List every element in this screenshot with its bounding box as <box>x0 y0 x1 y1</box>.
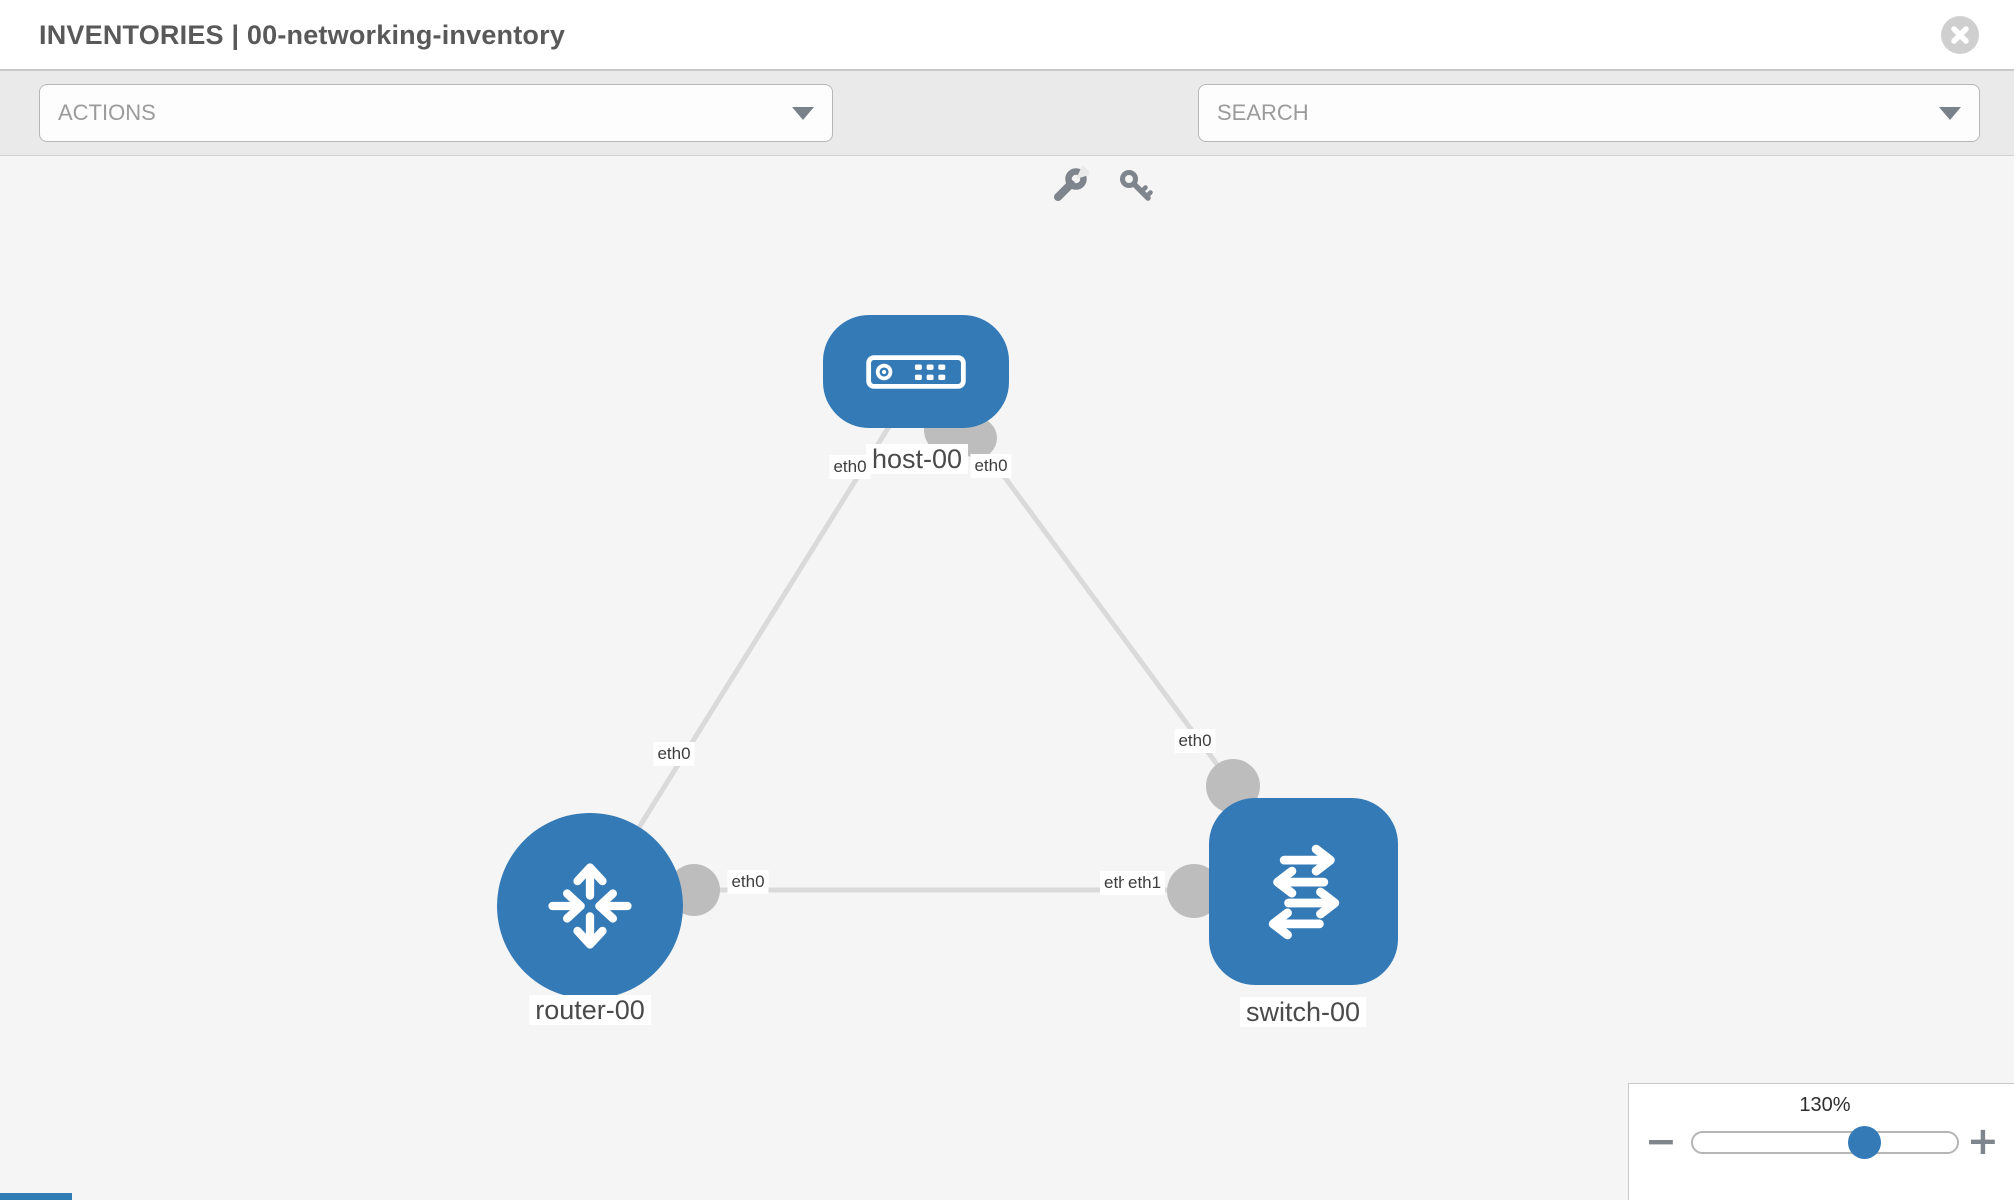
zoom-in-button[interactable]: + <box>1967 1119 1999 1163</box>
chevron-down-icon <box>1939 107 1961 120</box>
switch-icon <box>1249 837 1359 947</box>
interface-label-overlap-front: eth1 <box>1124 871 1166 895</box>
manage-groups-button[interactable] <box>1049 166 1089 206</box>
zoom-slider-track[interactable] <box>1691 1131 1959 1154</box>
interface-label: eth0 <box>970 454 1012 478</box>
zoom-control-panel: 130% − + <box>1628 1083 2014 1200</box>
actions-dropdown[interactable]: ACTIONS <box>39 84 833 142</box>
node-router-00[interactable] <box>497 813 683 999</box>
close-button[interactable] <box>1941 16 1979 54</box>
chevron-down-icon <box>792 107 814 120</box>
link-router-host <box>587 423 893 908</box>
wrench-icon <box>1049 166 1089 206</box>
interface-label: eth0 <box>1174 729 1216 753</box>
port-switch-eth1 <box>1167 864 1221 918</box>
node-switch-00[interactable] <box>1209 798 1398 985</box>
zoom-level-value: 130% <box>1799 1094 1851 1116</box>
search-dropdown[interactable]: SEARCH <box>1198 84 1980 142</box>
toolbar: ACTIONS SEARC <box>0 71 2014 201</box>
actions-dropdown-label: ACTIONS <box>58 100 156 125</box>
interface-label: eth0 <box>829 455 871 479</box>
search-placeholder: SEARCH <box>1217 100 1309 125</box>
node-label-host: host-00 <box>865 444 969 474</box>
zoom-out-button[interactable]: − <box>1645 1119 1677 1163</box>
key-icon <box>1116 166 1156 206</box>
page-title: INVENTORIES | 00-networking-inventory <box>39 20 566 50</box>
server-icon <box>866 354 966 390</box>
node-host-00[interactable] <box>823 315 1009 428</box>
router-icon <box>538 854 642 958</box>
interface-label: eth0 <box>727 870 769 894</box>
node-label-switch: switch-00 <box>1239 997 1367 1027</box>
link-switch-host <box>972 435 1236 788</box>
credentials-key-button[interactable] <box>1116 166 1156 206</box>
footer-edge-strip <box>0 1193 72 1200</box>
zoom-slider-handle[interactable] <box>1848 1126 1881 1159</box>
header-bar: INVENTORIES | 00-networking-inventory <box>0 0 2014 71</box>
close-icon <box>1949 24 1971 46</box>
node-label-router: router-00 <box>529 995 651 1025</box>
interface-label: eth0 <box>653 742 695 766</box>
